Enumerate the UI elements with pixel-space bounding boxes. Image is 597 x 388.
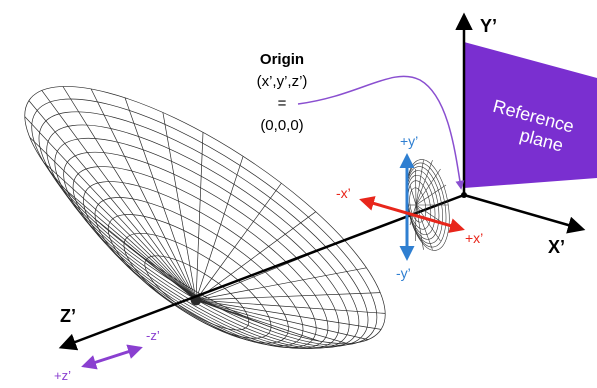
z-axis-label: Z’: [60, 306, 76, 326]
large-dish-spoke: [124, 97, 197, 301]
x-axis: [463, 193, 586, 234]
minus-z-label: -z’: [146, 328, 160, 343]
plus-x-label: +x’: [465, 230, 483, 246]
plus-y-label: +y’: [400, 133, 418, 149]
x-axis-label: X’: [548, 237, 565, 257]
large-dish-ring: [38, 111, 369, 347]
large-dish-spoke: [28, 100, 197, 301]
large-dish-spoke: [195, 267, 367, 301]
large-dish-ring: [54, 137, 350, 349]
reference-plane: [464, 42, 597, 188]
large-dish-ring: [94, 197, 304, 347]
origin-equals: =: [278, 95, 287, 112]
small-dish-mesh: [406, 159, 450, 251]
large-dish-ring: [72, 166, 329, 349]
large-dish-spoke: [90, 88, 197, 301]
large-dish-ring: [31, 98, 378, 346]
large-dish-spoke: [62, 86, 197, 301]
origin-coords-label: (x’,y’,z’): [257, 73, 308, 90]
large-dish-ring: [63, 151, 340, 349]
large-dish-spoke: [29, 137, 197, 301]
large-dish-spoke: [65, 189, 197, 301]
large-dish-ring: [83, 181, 317, 348]
large-dish-spoke: [24, 116, 197, 301]
z-direction-arrow: [81, 344, 143, 370]
large-dish-spoke: [195, 182, 282, 301]
large-dish-spoke: [195, 299, 369, 340]
small-dish-spoke: [415, 168, 441, 206]
origin-title: Origin: [260, 51, 304, 68]
origin-value: (0,0,0): [260, 117, 303, 134]
large-dish-spoke: [162, 112, 197, 301]
large-dish-spoke: [195, 211, 317, 301]
x-direction-arrow: [359, 196, 465, 233]
large-dish-spoke: [195, 299, 248, 318]
minus-y-label: -y’: [396, 265, 411, 281]
origin-point: [461, 192, 467, 198]
origin-leader-arrow: [297, 75, 465, 190]
large-dish-spoke: [43, 161, 197, 301]
large-dish-spoke: [41, 90, 197, 301]
plus-z-label: +z’: [54, 368, 71, 383]
large-dish-ring: [24, 86, 386, 344]
large-dish-ring: [46, 124, 360, 348]
large-dish-mesh: [24, 86, 386, 349]
large-dish-spoke: [195, 132, 204, 301]
large-dish-spoke: [195, 292, 381, 301]
large-dish-spoke: [93, 218, 197, 301]
y-axis-label: Y’: [480, 16, 497, 36]
large-dish-ring: [107, 214, 289, 344]
large-dish-spoke: [195, 299, 348, 344]
small-dish-spoke: [415, 160, 433, 206]
small-dish-spoke: [415, 168, 417, 206]
small-dish-spoke: [415, 204, 417, 242]
large-dish-spoke: [195, 299, 386, 314]
large-dish-spoke: [195, 156, 244, 301]
large-dish-spoke: [195, 299, 382, 330]
minus-x-label: -x’: [336, 185, 351, 201]
